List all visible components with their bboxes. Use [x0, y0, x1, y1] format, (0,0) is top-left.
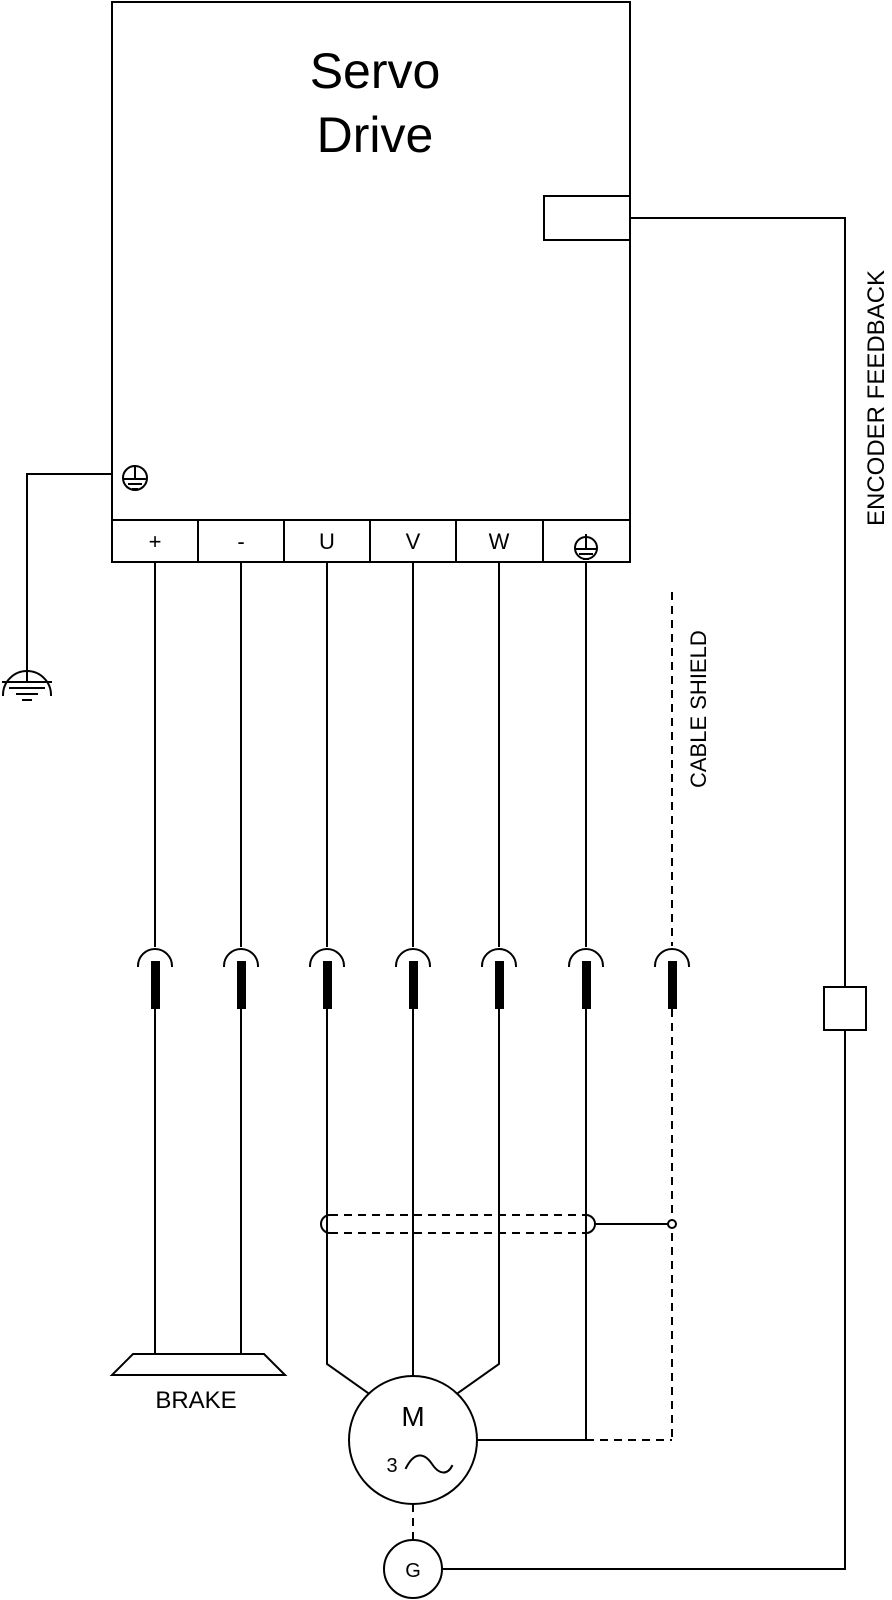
encoder-connector	[543, 195, 631, 241]
terminal-v: V	[406, 529, 421, 554]
connector-pe	[567, 948, 605, 1009]
connector-minus	[222, 948, 260, 1009]
cable-shield-label: CABLE SHIELD	[686, 630, 711, 788]
connector-u	[308, 948, 346, 1009]
encoder-feedback-label: ENCODER FEEDBACK	[863, 270, 890, 526]
earth-wire	[26, 473, 113, 683]
terminal-strip	[111, 519, 631, 563]
wire-u-bottom	[326, 1008, 370, 1395]
terminal-u: U	[319, 529, 335, 554]
encoder-feedback-wire	[629, 217, 846, 988]
connector-w	[480, 948, 518, 1009]
cable-shield-loop	[320, 1213, 677, 1235]
brake-symbol	[109, 1353, 288, 1376]
chassis-ground-icon	[122, 465, 148, 491]
motor-symbol	[348, 1375, 478, 1505]
terminal-plus: +	[149, 529, 162, 554]
drive-title-line1: Servo	[310, 43, 441, 99]
terminal-minus: -	[237, 529, 244, 554]
connector-v	[394, 948, 432, 1009]
earth-ground-icon	[1, 670, 53, 701]
connector-shield	[653, 948, 691, 1009]
terminal-w: W	[489, 529, 510, 554]
generator-label: G	[405, 1560, 421, 1582]
brake-label: BRAKE	[155, 1387, 236, 1414]
connector-plus	[136, 948, 174, 1009]
motor-phases-label: 3	[386, 1455, 397, 1477]
motor-label: M	[401, 1401, 424, 1432]
ac-wave-icon	[404, 1454, 454, 1474]
encoder-feedback-connector	[823, 986, 867, 1031]
drive-title-line2: Drive	[317, 107, 434, 163]
encoder-feedback-wire-bottom	[441, 1029, 846, 1570]
wire-pe-bottom	[477, 1008, 587, 1441]
wire-w-bottom	[456, 1008, 500, 1395]
terminal-pe-ground-icon	[574, 534, 598, 560]
